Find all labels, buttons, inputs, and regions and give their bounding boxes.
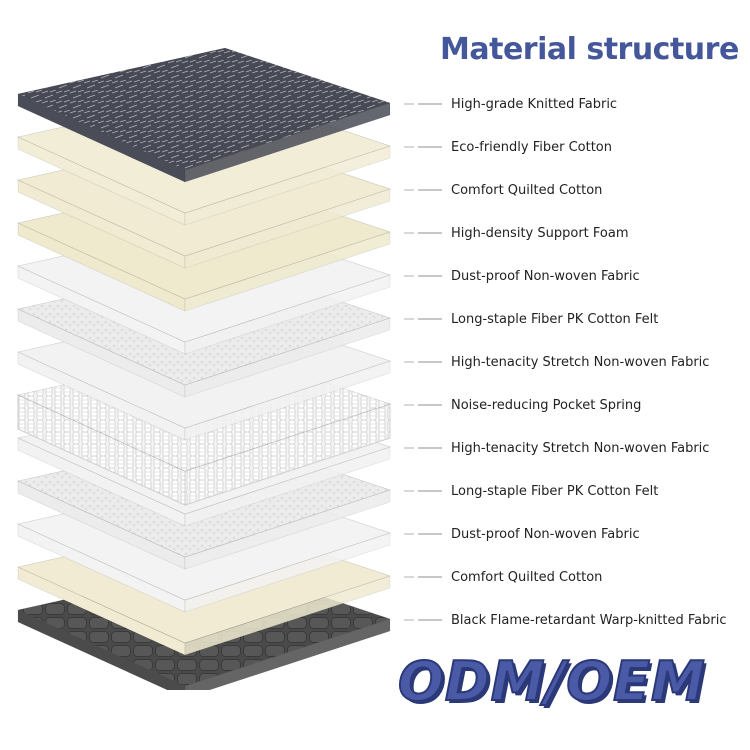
layer-label-row: Comfort Quilted Cotton bbox=[400, 566, 602, 588]
layer-label: Dust-proof Non-woven Fabric bbox=[451, 268, 640, 284]
leader-line bbox=[400, 523, 444, 545]
layer-label: Eco-friendly Fiber Cotton bbox=[451, 139, 612, 155]
layer-label: Comfort Quilted Cotton bbox=[451, 569, 603, 585]
layer-label-row: High-tenacity Stretch Non-woven Fabric bbox=[400, 351, 709, 373]
leader-line bbox=[400, 265, 444, 287]
layer-label-row: High-tenacity Stretch Non-woven Fabric bbox=[400, 437, 709, 459]
layer-label-row: Noise-reducing Pocket Spring bbox=[400, 394, 641, 416]
layer-label-row: Eco-friendly Fiber Cotton bbox=[400, 136, 612, 158]
layer-label-row: High-density Support Foam bbox=[400, 222, 629, 244]
layer-label: Dust-proof Non-woven Fabric bbox=[451, 526, 640, 542]
leader-line bbox=[400, 93, 444, 115]
layer-label: High-grade Knitted Fabric bbox=[451, 96, 618, 112]
layer-label-row: Dust-proof Non-woven Fabric bbox=[400, 523, 640, 545]
leader-line bbox=[400, 351, 444, 373]
knitted-fabric-layer bbox=[17, 47, 391, 183]
leader-line bbox=[400, 179, 444, 201]
layer-label-row: High-grade Knitted Fabric bbox=[400, 93, 617, 115]
leader-line bbox=[400, 308, 444, 330]
layer-label: Comfort Quilted Cotton bbox=[451, 182, 603, 198]
leader-line bbox=[400, 437, 444, 459]
odm-oem-banner: ODM/OEM bbox=[397, 649, 706, 714]
layer-label: Long-staple Fiber PK Cotton Felt bbox=[451, 311, 659, 327]
leader-line bbox=[400, 566, 444, 588]
leader-line bbox=[400, 394, 444, 416]
layer-label-row: Long-staple Fiber PK Cotton Felt bbox=[400, 308, 658, 330]
material-layer-stack bbox=[17, 47, 391, 690]
layer-label: High-tenacity Stretch Non-woven Fabric bbox=[451, 354, 710, 370]
leader-line bbox=[400, 609, 444, 631]
layer-label: Black Flame-retardant Warp-knitted Fabri… bbox=[451, 612, 727, 628]
leader-line bbox=[400, 222, 444, 244]
layer-label: Long-staple Fiber PK Cotton Felt bbox=[451, 483, 659, 499]
layer-label: High-tenacity Stretch Non-woven Fabric bbox=[451, 440, 710, 456]
leader-line bbox=[400, 480, 444, 502]
page-title: Material structure bbox=[440, 32, 739, 67]
layer-label-row: Comfort Quilted Cotton bbox=[400, 179, 602, 201]
leader-line bbox=[400, 136, 444, 158]
layer-label-row: Dust-proof Non-woven Fabric bbox=[400, 265, 640, 287]
layer-label: High-density Support Foam bbox=[451, 225, 629, 241]
layer-label: Noise-reducing Pocket Spring bbox=[451, 397, 642, 413]
layer-label-row: Long-staple Fiber PK Cotton Felt bbox=[400, 480, 658, 502]
layer-label-row: Black Flame-retardant Warp-knitted Fabri… bbox=[400, 609, 726, 631]
